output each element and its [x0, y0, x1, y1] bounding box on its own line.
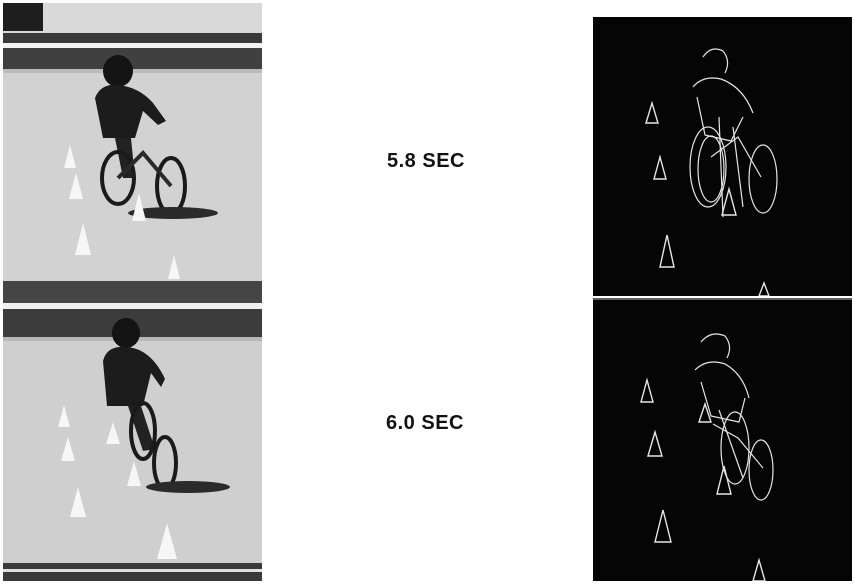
edge-cyclist-1	[689, 48, 778, 218]
edge-cyclist-2	[694, 333, 774, 501]
edge-cones-2	[640, 377, 766, 581]
edge-scene-1	[593, 17, 852, 296]
photo-scene-1	[3, 3, 262, 281]
edge-frame-1	[593, 17, 852, 296]
cyclist-1	[95, 55, 218, 219]
photo-frame-1	[3, 3, 262, 281]
time-label-frame-1: 5.8 SEC	[387, 150, 465, 172]
traffic-cones-1	[64, 145, 180, 279]
traffic-cones-2	[58, 405, 177, 559]
cyclist-2	[103, 318, 230, 493]
photo-frame-2	[3, 281, 262, 581]
edge-scene-2	[593, 298, 852, 581]
photo-scene-2	[3, 281, 262, 581]
edge-frame-2	[593, 298, 852, 581]
edge-cones-1	[645, 100, 770, 296]
time-label-frame-2: 6.0 SEC	[386, 412, 464, 434]
